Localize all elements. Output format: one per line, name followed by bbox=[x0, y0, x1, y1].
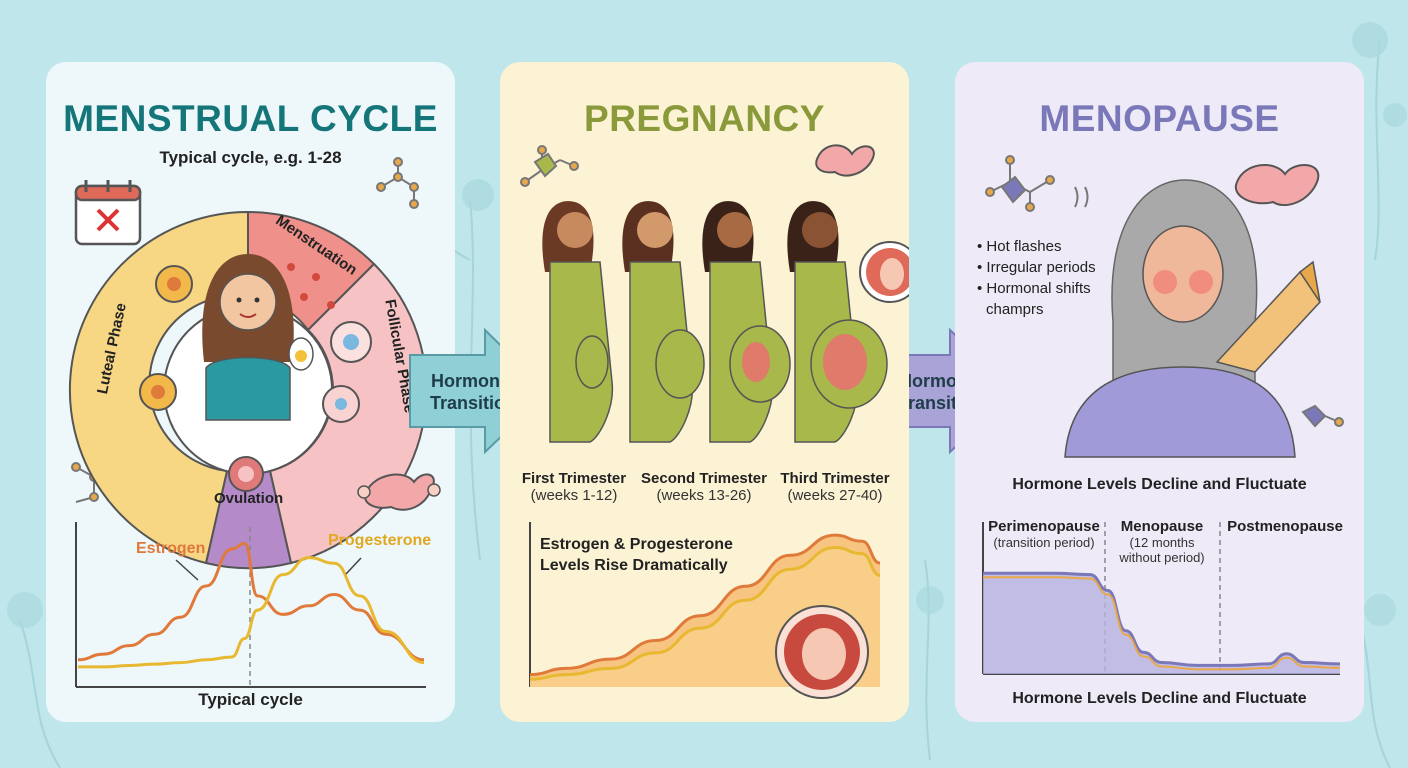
symptoms-list: • Hot flashes • Irregular periods • Horm… bbox=[977, 236, 1096, 320]
uterus-icon bbox=[357, 473, 441, 511]
area-hormone-decline bbox=[983, 573, 1340, 674]
menopause-footer: Hormone Levels Decline and Fluctuate bbox=[1012, 690, 1307, 707]
molecule-icon bbox=[1301, 404, 1344, 428]
line-hormone-decline bbox=[983, 571, 1341, 667]
line-hormone-secondary bbox=[983, 576, 1341, 671]
ovulation-label: Ovulation bbox=[214, 490, 284, 507]
menstrual-title: MENSTRUAL CYCLE bbox=[63, 98, 438, 139]
menstrual-subtitle: Typical cycle, e.g. 1-28 bbox=[159, 148, 342, 167]
menstrual-cycle-panel: MENSTRUAL CYCLE Typical cycle, e.g. 1-28… bbox=[46, 62, 455, 722]
pregnancy-chart-label: Estrogen & Progesterone Levels Rise Dram… bbox=[540, 536, 733, 574]
line-series-1 bbox=[529, 533, 881, 677]
menopause-panel: MENOPAUSE • Hot flashes • Irregular peri… bbox=[955, 62, 1364, 722]
trimester-figures bbox=[542, 201, 909, 443]
menopause-woman bbox=[1064, 179, 1321, 458]
fetus-icon bbox=[775, 605, 869, 699]
menopause-illustration bbox=[982, 155, 1344, 675]
stage-postmenopause: Postmenopause bbox=[1227, 518, 1343, 535]
estrogen-legend: Estrogen bbox=[136, 540, 206, 557]
trimester-second: Second Trimester (weeks 13-26) bbox=[641, 470, 767, 504]
calendar-icon bbox=[74, 180, 142, 246]
line-estrogen bbox=[77, 541, 425, 662]
menopause-hormone-chart bbox=[983, 571, 1341, 674]
line-series-2 bbox=[529, 545, 881, 681]
symptom-item: champrs bbox=[986, 301, 1044, 318]
pregnancy-panel: PREGNANCY First Trimester (weeks 1-12) S… bbox=[500, 62, 909, 722]
pregnancy-title: PREGNANCY bbox=[584, 98, 825, 139]
molecule-icon bbox=[985, 155, 1055, 212]
trimester-first: First Trimester (weeks 1-12) bbox=[521, 470, 627, 504]
uterus-icon bbox=[1234, 163, 1320, 207]
cycle-ring bbox=[68, 210, 428, 570]
stage-menopause: Menopause (12 months without period) bbox=[1119, 518, 1205, 565]
cycle-chart-xlabel: Typical cycle bbox=[198, 690, 303, 709]
symptom-item: • Hormonal shifts bbox=[977, 280, 1091, 297]
menstrual-illustration bbox=[68, 157, 441, 688]
stage-perimenopause: Perimenopause (transition period) bbox=[988, 518, 1100, 550]
molecule-icon bbox=[520, 145, 579, 187]
molecule-icon bbox=[376, 157, 419, 209]
symptom-item: • Hot flashes bbox=[977, 238, 1062, 255]
menopause-heading: Hormone Levels Decline and Fluctuate bbox=[1012, 476, 1307, 493]
transition-label-left: Hormonal Transition bbox=[429, 371, 516, 413]
uterus-icon bbox=[815, 144, 875, 177]
menopause-title: MENOPAUSE bbox=[1039, 98, 1280, 139]
line-progesterone bbox=[78, 556, 425, 669]
trimester-third: Third Trimester (weeks 27-40) bbox=[780, 470, 890, 504]
symptom-item: • Irregular periods bbox=[977, 259, 1096, 276]
progesterone-legend: Progesterone bbox=[328, 532, 432, 549]
pregnancy-illustration bbox=[520, 144, 909, 699]
cycle-hormone-chart bbox=[77, 541, 425, 669]
